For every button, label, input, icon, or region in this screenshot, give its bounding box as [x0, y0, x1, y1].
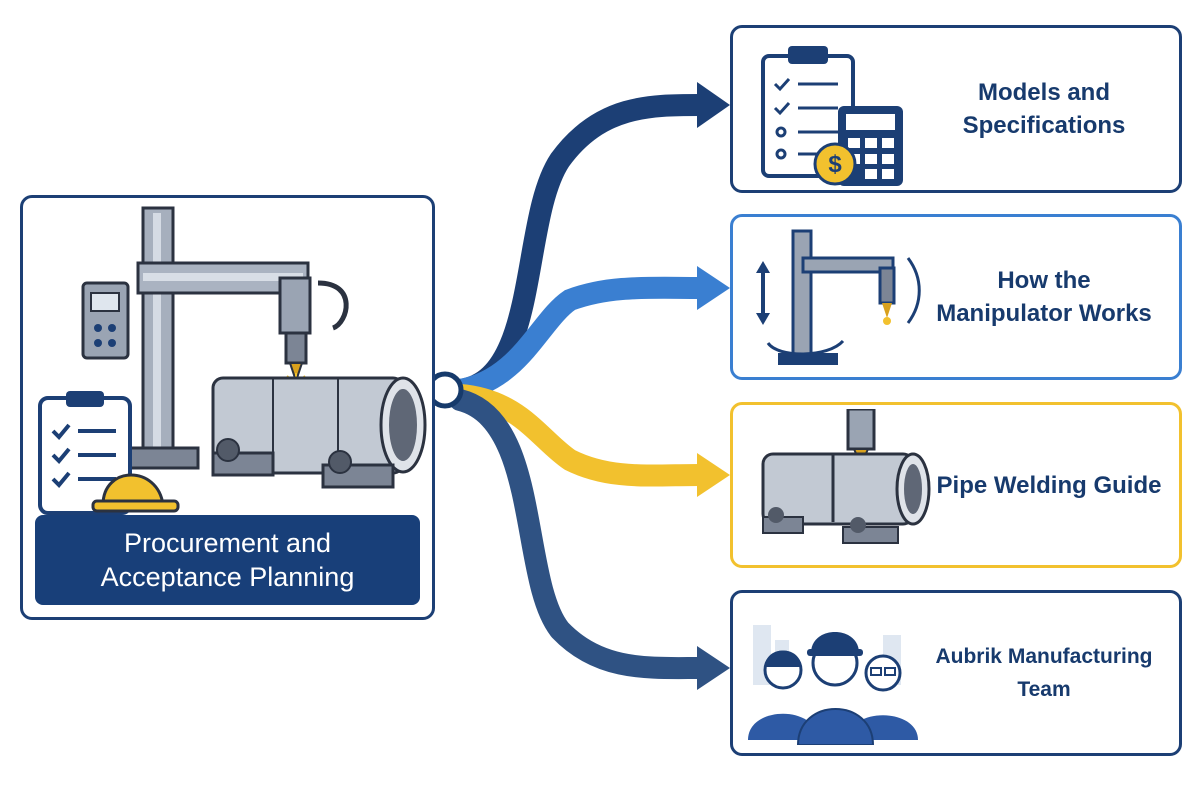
node-title-team-line1: Aubrik Manufacturing Team [935, 645, 1153, 701]
node-title-team: Aubrik Manufacturing Team [923, 593, 1165, 753]
node-team: Aubrik Manufacturing Team [730, 590, 1182, 756]
svg-text:$: $ [828, 151, 842, 178]
hub-title-line1: Procurement and [123, 528, 332, 558]
node-title-manipulator: How the Manipulator Works [923, 217, 1165, 377]
hub-title-line2: Acceptance Planning [100, 562, 355, 592]
node-title-welding-line1: Pipe Welding Guide [936, 471, 1162, 499]
manipulator-icon [756, 229, 921, 365]
node-title-models-line1: Models and [977, 79, 1110, 106]
hub-title: Procurement and Acceptance Planning [35, 515, 420, 605]
node-title-models-line2: Specifications [962, 112, 1126, 139]
node-models-specifications: $ Models and Specifications [730, 25, 1182, 193]
pipe-welding-icon [761, 409, 931, 544]
node-title-models: Models and Specifications [923, 28, 1165, 190]
team-icon [748, 625, 918, 745]
node-pipe-welding: Pipe Welding Guide [730, 402, 1182, 568]
arrow-to-welding [449, 384, 711, 487]
hub-card: Procurement and Acceptance Planning [20, 195, 435, 620]
arrowhead-manipulator [697, 266, 730, 310]
arrow-to-models [449, 94, 711, 401]
arrowhead-models [697, 82, 730, 128]
node-title-manipulator-line1: How the [997, 267, 1091, 294]
clipboard-calculator-icon: $ [761, 46, 903, 186]
arrow-to-manipulator [449, 276, 711, 401]
arrowhead-team [697, 646, 730, 690]
arrowhead-welding [697, 453, 730, 497]
node-title-welding: Pipe Welding Guide [933, 405, 1165, 565]
arrow-to-team [449, 389, 711, 680]
node-title-manipulator-line2: Manipulator Works [936, 300, 1152, 327]
node-manipulator-works: How the Manipulator Works [730, 214, 1182, 380]
welding-manipulator-illustration [38, 206, 427, 515]
